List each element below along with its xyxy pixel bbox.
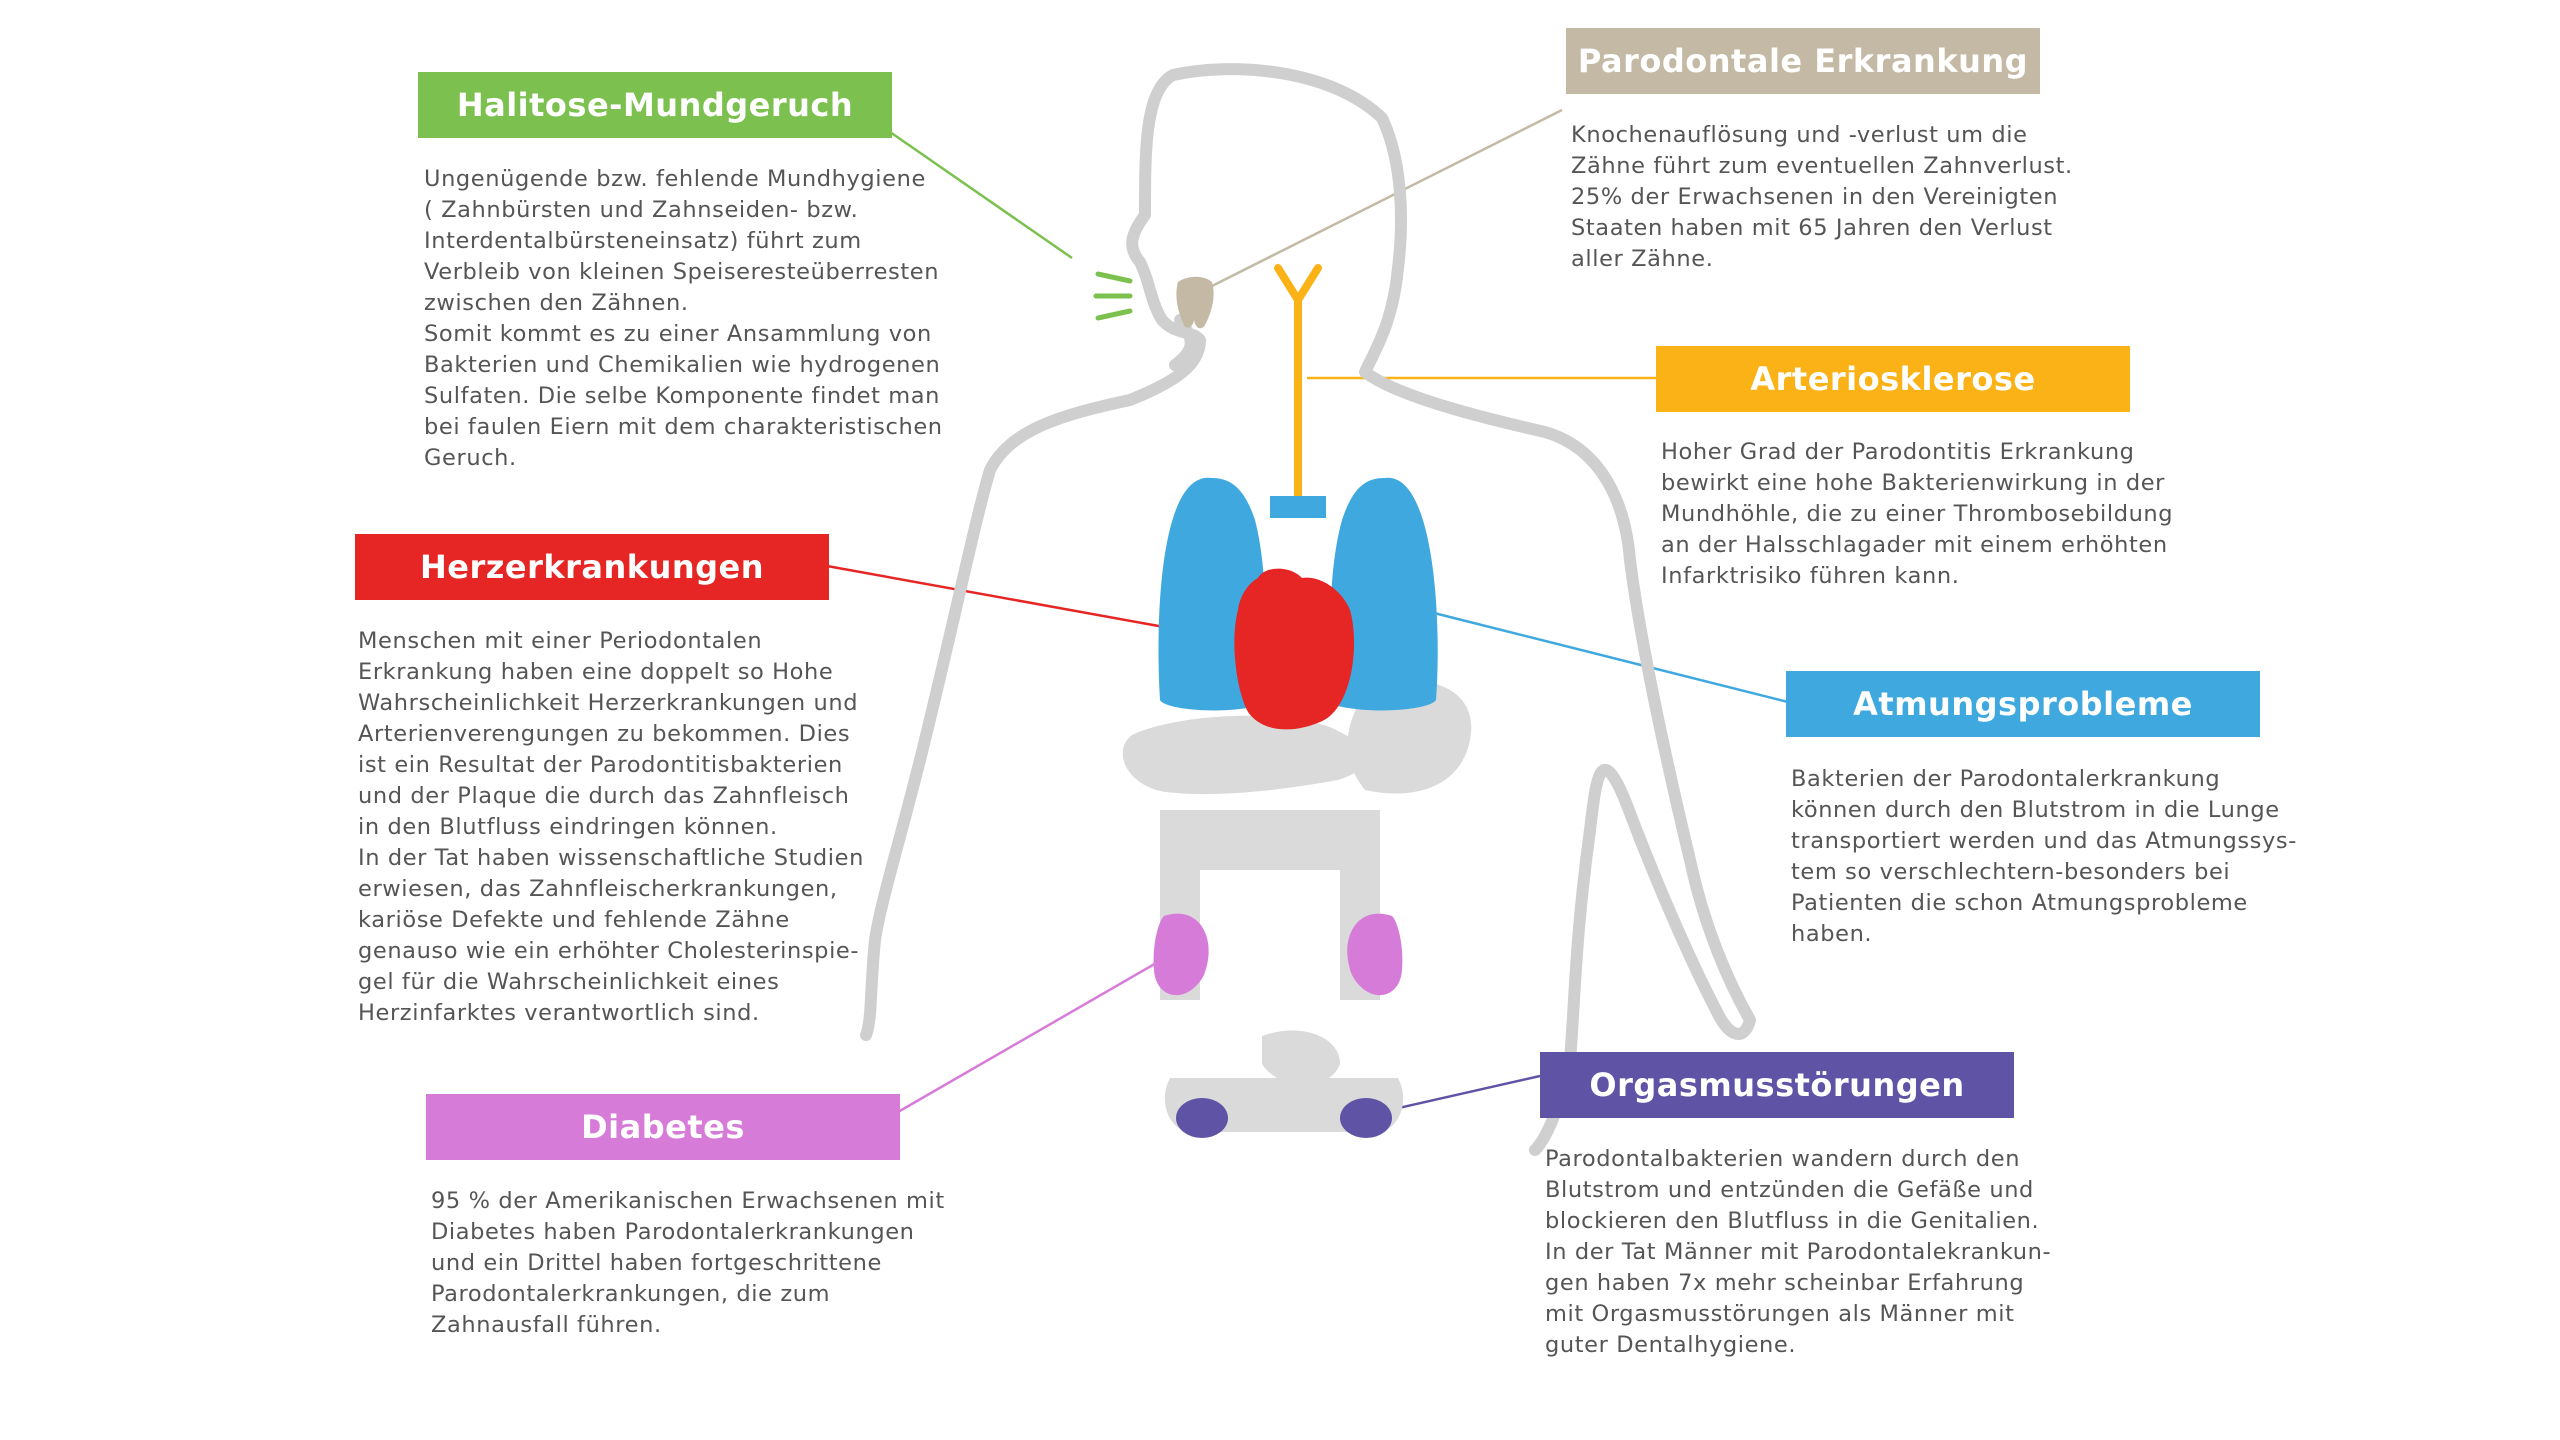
liver-icon (1122, 715, 1367, 795)
parodontale-header: Parodontale Erkrankung (1566, 28, 2040, 94)
left-pelvic-gland-icon (1176, 1098, 1228, 1138)
tooth-icon (1176, 276, 1214, 329)
right-kidney-icon (1347, 913, 1403, 996)
parodontale-description: Knochenauflösung und -verlust um die Zäh… (1571, 122, 2073, 272)
diabetes-header: Diabetes (426, 1094, 900, 1160)
atmung-title: Atmungsprobleme (1853, 685, 2193, 723)
herz-description: Menschen mit einer Periodontalen Erkrank… (358, 628, 864, 1026)
connector-parodontale (1211, 108, 1563, 288)
atmung-description: Bakterien der Parodontalerkrankung könne… (1791, 766, 2297, 947)
trachea-icon (1274, 264, 1322, 502)
orgasmus-header: Orgasmusstörungen (1540, 1052, 2014, 1118)
diabetes-description: 95 % der Amerikanischen Erwachsenen mit … (431, 1188, 945, 1338)
herz-title: Herzerkrankungen (419, 548, 765, 586)
arteriosklerose-title: Arteriosklerose (1750, 360, 2036, 398)
bronchi-icon (1270, 496, 1326, 518)
digestive-organs (1122, 680, 1472, 1132)
arteriosklerose-header: Arteriosklerose (1656, 346, 2130, 412)
connector-diabetes (897, 960, 1159, 1114)
body-silhouette (860, 63, 1756, 1156)
odor-lines-icon (1093, 271, 1133, 321)
bladder-icon (1262, 1030, 1340, 1085)
right-pelvic-gland-icon (1340, 1098, 1392, 1138)
parodontale-title: Parodontale Erkrankung (1577, 42, 2029, 80)
heart-icon (1234, 568, 1355, 730)
arteriosklerose-description: Hoher Grad der Parodontitis Erkrankung b… (1661, 439, 2174, 589)
connector-halitose (889, 130, 1073, 260)
halitose-description: Ungenügende bzw. fehlende Mundhygiene ( … (424, 166, 943, 471)
left-kidney-icon (1153, 913, 1209, 996)
halitose-header: Halitose-Mundgeruch (418, 72, 892, 138)
right-lung-icon (1330, 477, 1438, 711)
connector-atmung (1429, 610, 1789, 704)
herz-header: Herzerkrankungen (355, 534, 829, 600)
intestine-icon (1160, 810, 1380, 1000)
halitose-title: Halitose-Mundgeruch (456, 86, 854, 124)
orgasmus-description: Parodontalbakterien wandern durch den Bl… (1545, 1146, 2052, 1358)
diabetes-title: Diabetes (581, 1108, 745, 1146)
atmung-header: Atmungsprobleme (1786, 671, 2260, 737)
orgasmus-title: Orgasmusstörungen (1589, 1066, 1965, 1104)
